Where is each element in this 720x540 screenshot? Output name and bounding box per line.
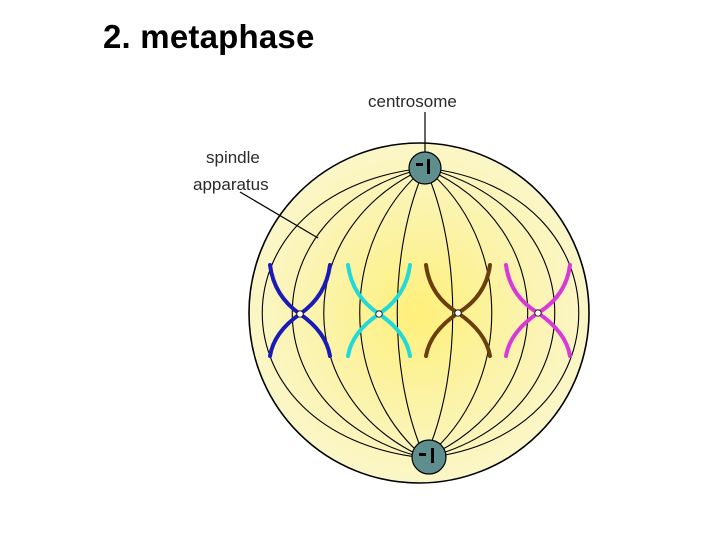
spindle-pointer (239, 191, 319, 239)
centromeres (296, 309, 542, 318)
spindle-fibers (261, 167, 580, 459)
slide-title: 2. metaphase (103, 18, 315, 55)
spindle-label-line1: spindle (206, 148, 260, 167)
cell-outline (248, 142, 590, 484)
spindle-label-line2: apparatus (193, 175, 269, 194)
centrosome-bottom (411, 439, 447, 475)
centrosome-label: centrosome (368, 92, 457, 111)
centrosome-top (408, 151, 442, 185)
